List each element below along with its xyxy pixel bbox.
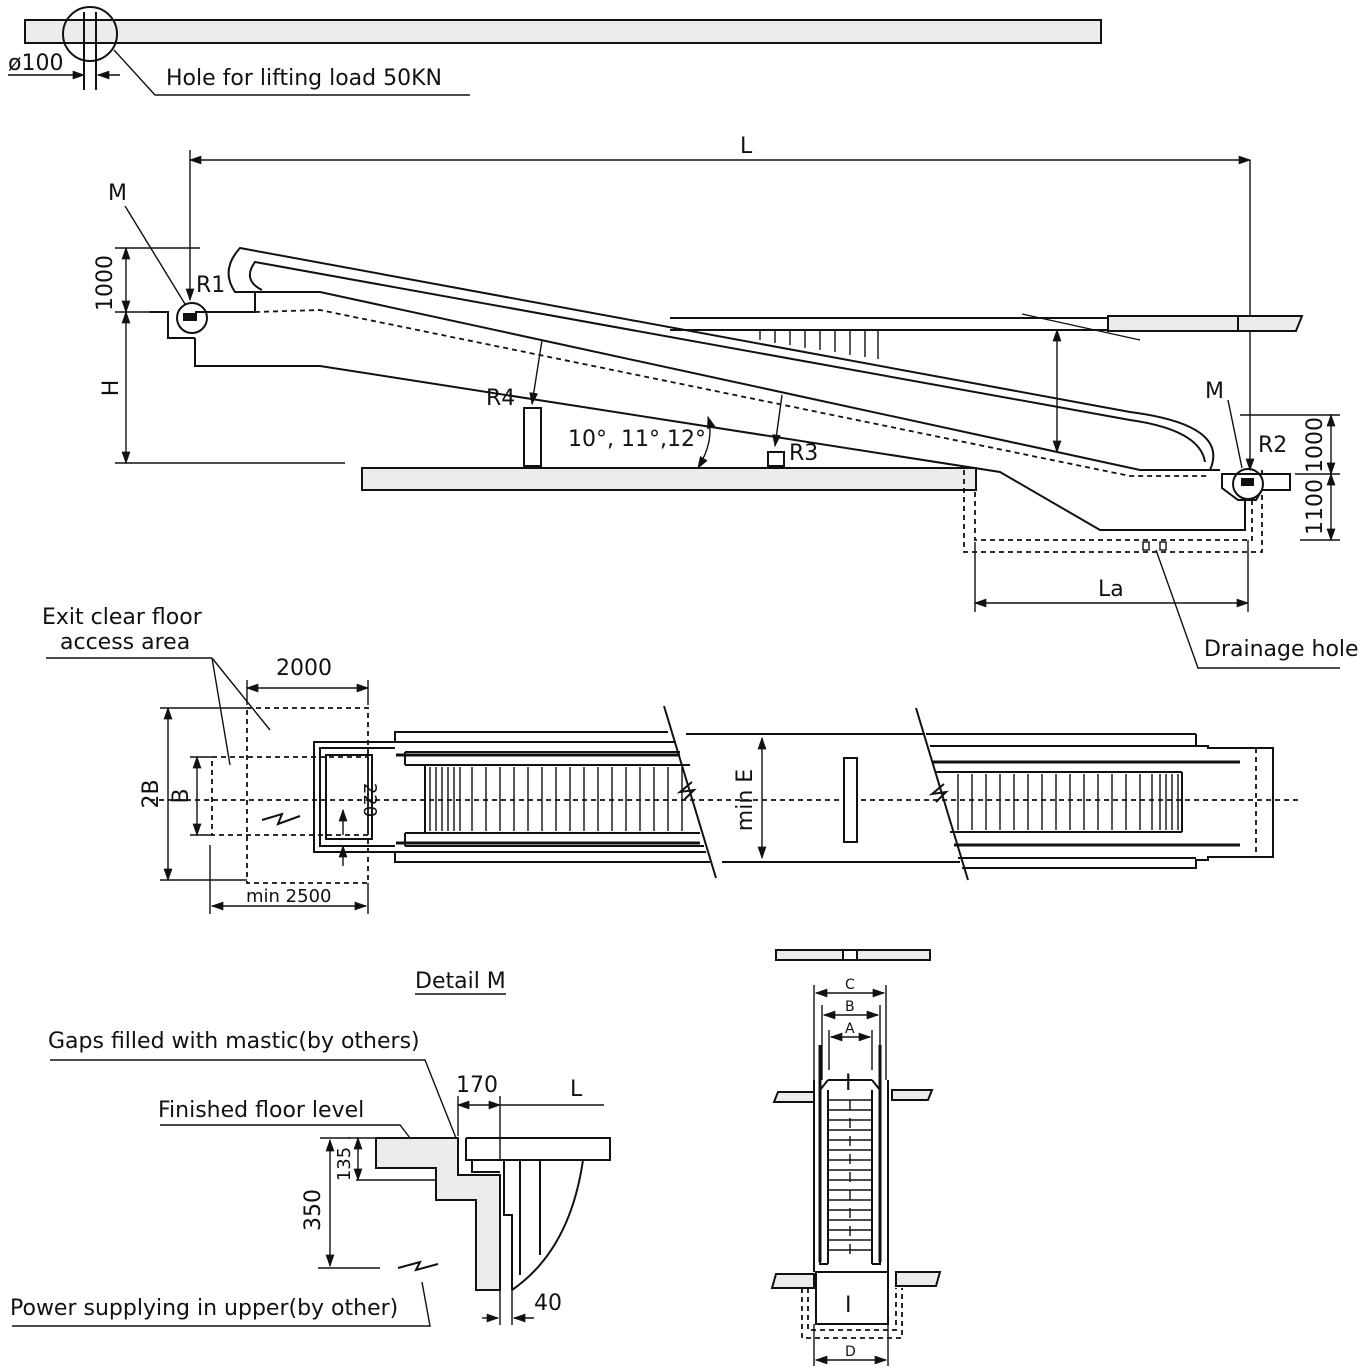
dia-label: ø100 (8, 51, 63, 76)
min-2500-label: min 2500 (246, 886, 331, 907)
steps-left (429, 767, 683, 831)
R3-label: R3 (789, 441, 818, 466)
sec-C-label: C (845, 977, 855, 993)
detail-m-title: Detail M (415, 969, 506, 994)
side-elevation: L (93, 134, 1359, 669)
La-label: La (1098, 577, 1124, 602)
exit-area-label-2: access area (60, 630, 190, 655)
stair-hatch (759, 330, 879, 359)
min-E-label: min E (733, 769, 758, 831)
steps-right (957, 774, 1179, 830)
dim-2000: 2000 (276, 656, 332, 681)
ffl-label: Finished floor level (158, 1098, 364, 1123)
sec-I-pit: I (845, 1293, 852, 1318)
length-L-label: L (740, 134, 753, 159)
R1-label: R1 (196, 273, 225, 298)
plan-view: Exit clear floor access area 2000 2B B m… (42, 605, 1300, 914)
H-label: H (99, 380, 124, 397)
drainage-label: Drainage hole (1204, 637, 1359, 662)
dim-135: 135 (334, 1147, 355, 1181)
M-right-label: M (1205, 379, 1224, 404)
angle-label: 10°, 11°,12° (568, 427, 706, 452)
dim-40: 40 (534, 1291, 562, 1316)
exit-area-label-1: Exit clear floor (42, 605, 203, 630)
dim-170: 170 (456, 1073, 498, 1098)
power-label: Power supplying in upper(by other) (10, 1296, 398, 1321)
cross-section: C B A (770, 949, 942, 1366)
L-detail-label: L (570, 1077, 583, 1102)
dim-350: 350 (301, 1189, 326, 1231)
lifting-hole-label: Hole for lifting load 50KN (166, 66, 442, 91)
R4-label: R4 (486, 386, 515, 411)
dim-1100-right: 1100 (1303, 479, 1328, 535)
M-left-label: M (108, 181, 127, 206)
dim-B: B (169, 788, 194, 803)
dim-2B: 2B (139, 779, 164, 808)
dim-1000-left: 1000 (93, 255, 118, 311)
lifting-hole-slab: ø100 Hole for lifting load 50KN (8, 6, 1102, 96)
detail-m: Detail M Gaps filled with mastic(by othe… (10, 969, 611, 1327)
dim-220: 220 (359, 783, 380, 817)
R2-label: R2 (1258, 433, 1287, 458)
sec-I-top: I (845, 1071, 852, 1096)
dim-1000-right: 1000 (1303, 417, 1328, 473)
sec-A-label: A (845, 1021, 855, 1037)
gaps-label: Gaps filled with mastic(by others) (48, 1029, 420, 1054)
sec-D-label: D (845, 1344, 856, 1360)
sec-B-label: B (845, 999, 855, 1015)
